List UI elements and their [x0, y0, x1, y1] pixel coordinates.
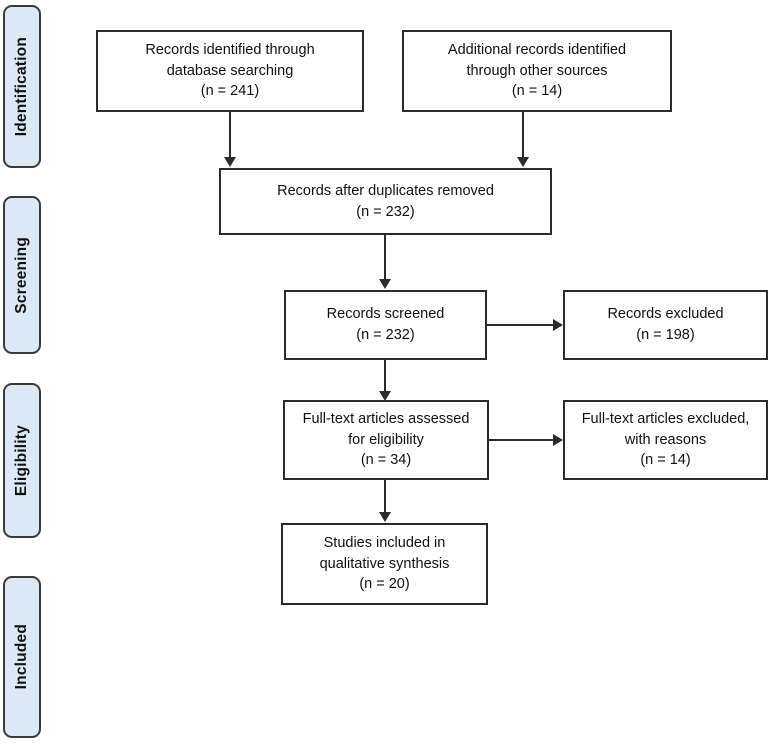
- node-count: (n = 14): [640, 452, 691, 469]
- connector-other-sources-to-duplicates: [522, 112, 524, 158]
- node-text-line: Records after duplicates removed: [277, 182, 494, 199]
- node-count: (n = 34): [360, 452, 412, 469]
- node-additional-records-other-sources: Additional records identified through ot…: [402, 30, 672, 112]
- phase-identification-label: Identification: [13, 36, 31, 137]
- connector-screened-to-excluded: [487, 324, 554, 326]
- node-count: (n = 241): [200, 83, 260, 100]
- node-records-screened: Records screened (n = 232): [284, 290, 487, 360]
- phase-screening-label: Screening: [13, 236, 31, 314]
- node-text-line: Additional records identified: [447, 42, 627, 59]
- phase-identification: Identification: [3, 5, 41, 168]
- connector-duplicates-to-screened: [384, 235, 386, 280]
- node-text-line: Records identified through: [145, 42, 315, 59]
- node-text-line: qualitative synthesis: [319, 555, 450, 572]
- arrowhead-other-sources-to-duplicates: [517, 157, 529, 167]
- arrowhead-database-to-duplicates: [224, 157, 236, 167]
- connector-fulltext-to-included: [384, 480, 386, 513]
- connector-screened-to-fulltext: [384, 360, 386, 393]
- node-text-line: Studies included in: [323, 535, 446, 552]
- phase-screening: Screening: [3, 196, 41, 354]
- node-fulltext-articles-excluded: Full-text articles excluded, with reason…: [563, 400, 768, 480]
- node-text-line: Full-text articles excluded,: [581, 411, 750, 428]
- arrowhead-screened-to-excluded: [553, 319, 563, 331]
- node-text-line: through other sources: [466, 62, 608, 79]
- node-text-line: with reasons: [624, 431, 707, 448]
- node-count: (n = 20): [359, 576, 410, 593]
- arrowhead-fulltext-to-included: [379, 512, 391, 522]
- node-records-after-duplicates-removed: Records after duplicates removed (n = 23…: [219, 168, 552, 235]
- node-text-line: Records excluded: [607, 306, 724, 323]
- node-text-line: database searching: [166, 62, 294, 79]
- connector-database-to-duplicates: [229, 112, 231, 158]
- node-studies-included-qualitative-synthesis: Studies included in qualitative synthesi…: [281, 523, 488, 605]
- arrowhead-fulltext-to-excluded: [553, 434, 563, 446]
- arrowhead-screened-to-fulltext: [379, 391, 391, 401]
- node-fulltext-articles-assessed: Full-text articles assessed for eligibil…: [283, 400, 489, 480]
- arrowhead-duplicates-to-screened: [379, 279, 391, 289]
- node-records-excluded: Records excluded (n = 198): [563, 290, 768, 360]
- node-text-line: for eligibility: [348, 431, 424, 448]
- node-text-line: Full-text articles assessed: [302, 411, 470, 428]
- node-records-identified-database: Records identified through database sear…: [96, 30, 364, 112]
- phase-eligibility-label: Eligibility: [13, 424, 31, 497]
- node-text-line: Records screened: [326, 306, 445, 323]
- phase-included: Included: [3, 576, 41, 738]
- phase-included-label: Included: [13, 624, 31, 690]
- node-count: (n = 232): [356, 327, 415, 343]
- connector-fulltext-to-excluded: [489, 439, 554, 441]
- phase-eligibility: Eligibility: [3, 383, 41, 538]
- node-count: (n = 232): [356, 203, 415, 220]
- node-count: (n = 14): [511, 83, 563, 100]
- node-count: (n = 198): [636, 327, 695, 343]
